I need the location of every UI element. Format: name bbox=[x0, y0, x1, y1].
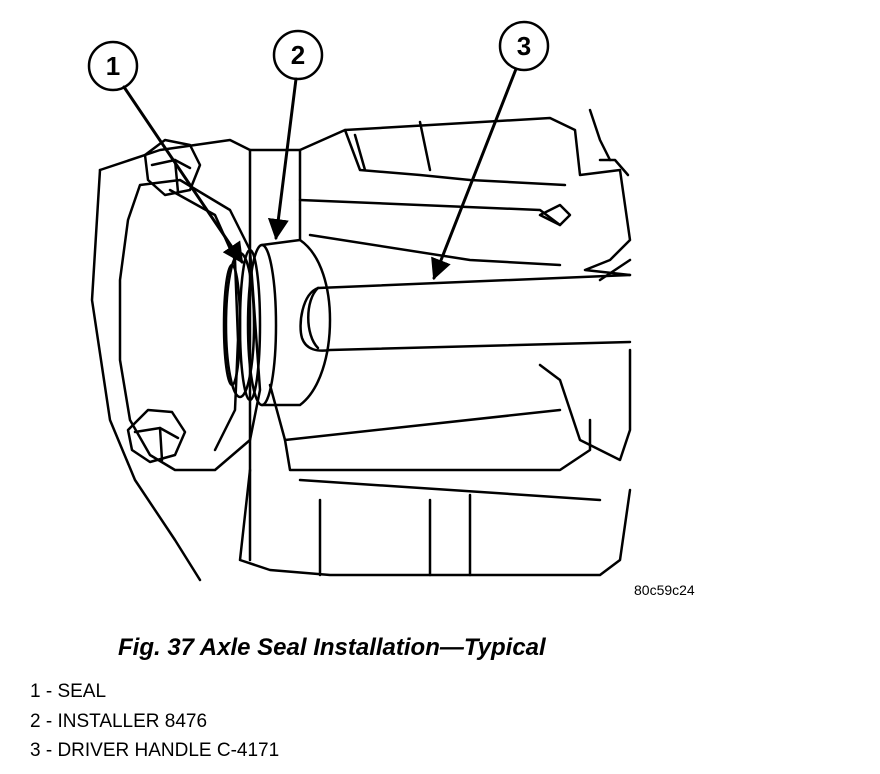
leader-lines bbox=[122, 67, 518, 280]
callout-circle-1 bbox=[87, 40, 139, 92]
axle-seal-illustration: 1 2 3 bbox=[87, 20, 632, 582]
legend-item-installer: 2 - INSTALLER 8476 bbox=[30, 710, 208, 732]
leader-line-1 bbox=[122, 85, 244, 264]
callout-number-3: 3 bbox=[517, 31, 531, 61]
legend-item-seal: 1 - SEAL bbox=[30, 681, 107, 702]
callout-number-1: 1 bbox=[106, 51, 120, 81]
driver-handle bbox=[299, 273, 632, 352]
lower-bolt bbox=[126, 408, 187, 464]
legend-item-driver-handle: 3 - DRIVER HANDLE C-4171 bbox=[30, 740, 280, 761]
axle-housing bbox=[90, 108, 632, 582]
leader-line-3 bbox=[431, 67, 518, 280]
callout-number-2: 2 bbox=[291, 40, 305, 70]
installer bbox=[238, 238, 332, 407]
callout-circles bbox=[87, 20, 550, 92]
callout-circle-3 bbox=[498, 20, 550, 72]
callout-circle-2 bbox=[272, 29, 324, 81]
image-id-label: 80c59c24 bbox=[634, 582, 695, 598]
figure-caption: Fig. 37 Axle Seal Installation—Typical bbox=[118, 634, 546, 661]
leader-line-2 bbox=[267, 77, 298, 241]
legend-list: 1 - SEAL 2 - INSTALLER 8476 3 - DRIVER H… bbox=[30, 677, 279, 766]
